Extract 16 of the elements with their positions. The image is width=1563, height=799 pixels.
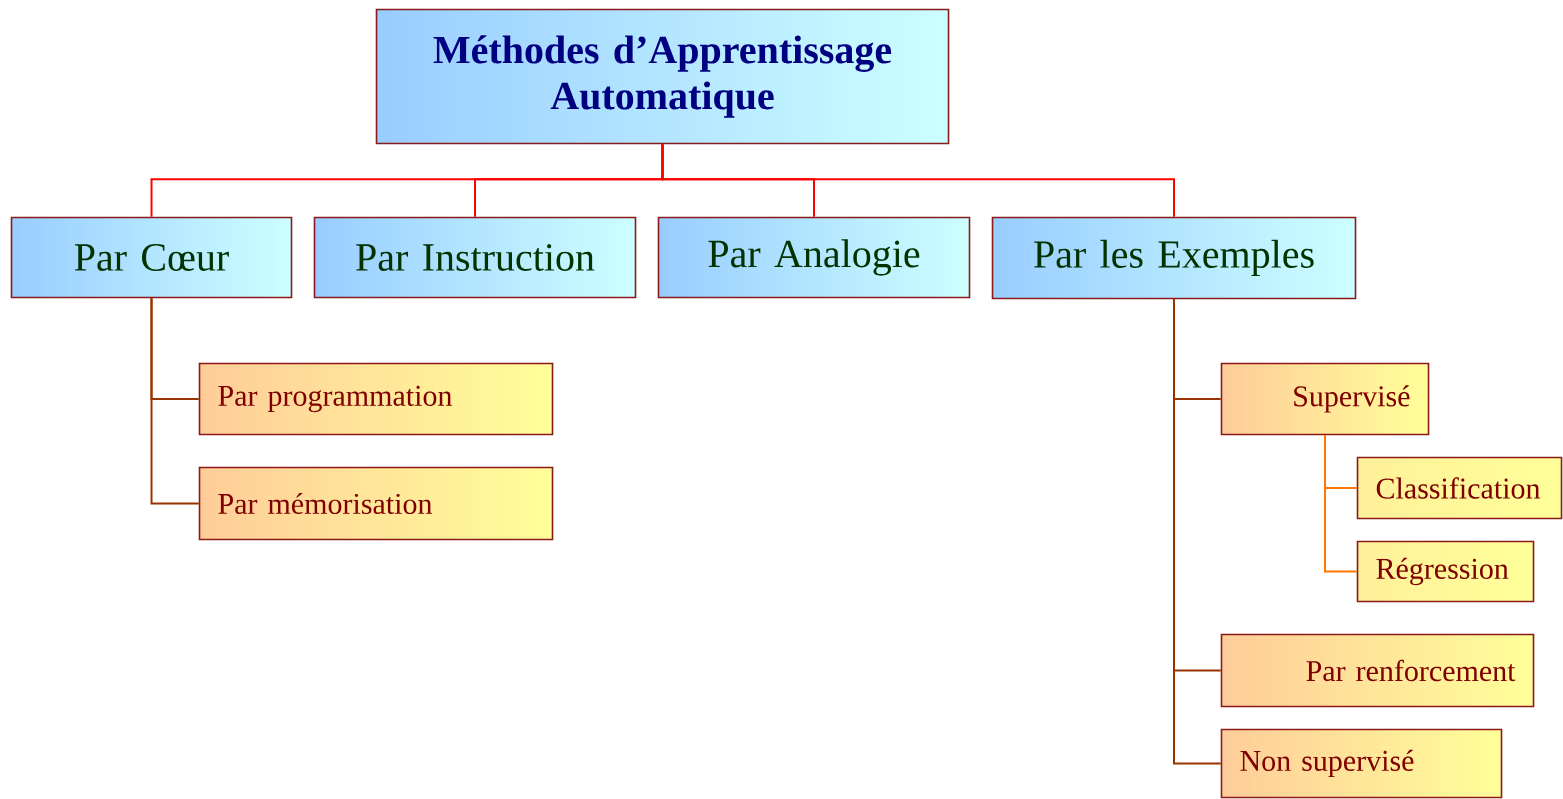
method-box: Supervisé (1220, 362, 1430, 436)
category-box: Par Instruction (313, 216, 637, 299)
category-box: Par Analogie (657, 216, 971, 299)
method-box: Non supervisé (1220, 728, 1503, 799)
method-box: Par renforcement (1220, 633, 1535, 708)
method-box: Classification (1356, 456, 1563, 520)
connector-line (1324, 434, 1358, 573)
method-box: Par mémorisation (198, 466, 554, 541)
connector-line (150, 297, 200, 505)
method-box: Régression (1356, 540, 1535, 603)
connector-line (661, 143, 1175, 218)
category-box: Par les Exemples (991, 216, 1357, 300)
method-box: Par programmation (198, 362, 554, 436)
category-box: Par Cœur (10, 216, 293, 299)
title-box: Méthodes d’Apprentissage Automatique (375, 8, 950, 145)
connector-line (1173, 298, 1222, 765)
